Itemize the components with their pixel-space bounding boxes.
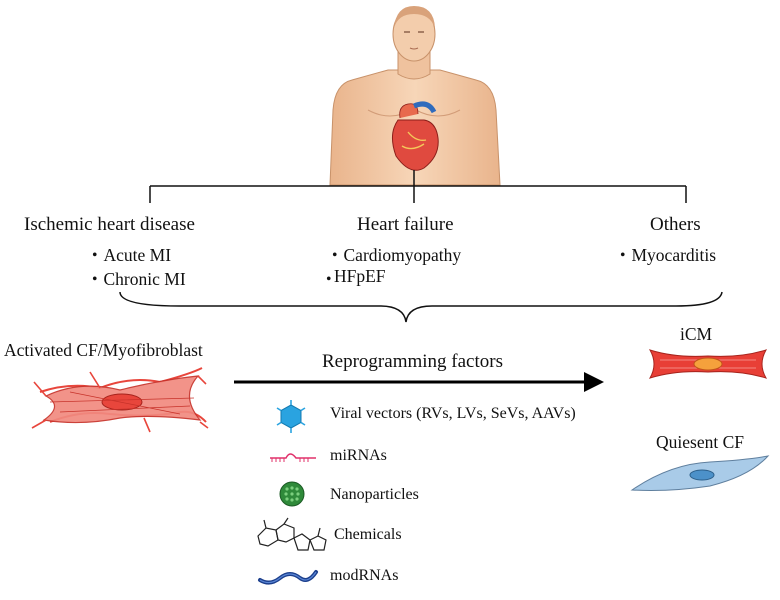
curly-brace	[119, 291, 723, 323]
mirna-icon	[270, 453, 316, 462]
quiescent-cf-icon	[630, 455, 770, 491]
human-torso-illustration	[329, 6, 501, 186]
category-item-chronic-mi: ・Chronic MI	[86, 269, 186, 289]
factor-label-mirnas: miRNAs	[330, 447, 387, 464]
icm-label: iCM	[680, 324, 713, 344]
category-title-others: Others	[650, 214, 701, 235]
factor-label-chemicals: Chemicals	[334, 526, 402, 543]
bullet-dot: ・	[320, 269, 338, 289]
modrna-icon	[258, 570, 318, 585]
arrow-label: Reprogramming factors	[322, 351, 503, 372]
category-item-acute-mi: ・Acute MI	[86, 245, 172, 265]
category-title-ischemic: Ischemic heart disease	[24, 214, 195, 235]
nanoparticle-icon	[279, 481, 305, 507]
chemical-structure-icon	[257, 517, 327, 551]
factor-label-nanoparticles: Nanoparticles	[330, 486, 419, 503]
quiescent-cf-label: Quiesent CF	[656, 432, 744, 452]
category-item-myocarditis: ・Myocarditis	[614, 245, 717, 265]
factor-label-viral-vectors: Viral vectors (RVs, LVs, SeVs, AAVs)	[330, 405, 576, 422]
category-item-cardiomyopathy: ・Cardiomyopathy	[326, 245, 462, 265]
factor-label-modrnas: modRNAs	[330, 567, 399, 584]
source-cell-label: Activated CF/Myofibroblast	[4, 340, 203, 360]
icm-cell-icon	[648, 349, 768, 379]
category-title-heart-failure: Heart failure	[357, 214, 454, 235]
myofibroblast-icon	[31, 367, 209, 433]
heart-icon	[392, 101, 439, 171]
category-item-hfpef: HFpEF	[334, 266, 386, 286]
virus-icon	[276, 400, 306, 433]
